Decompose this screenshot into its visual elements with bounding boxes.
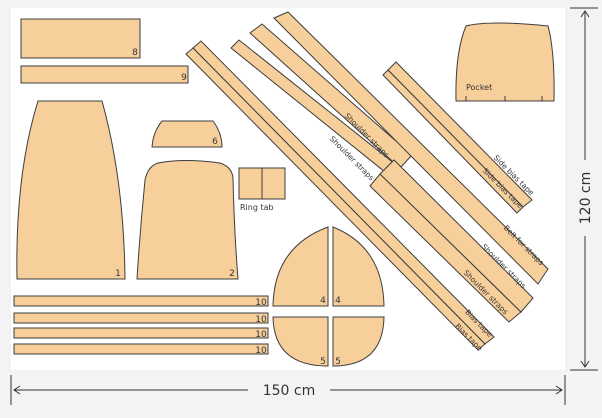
label-piece-10-b: 10 xyxy=(255,315,267,325)
label-piece-9: 9 xyxy=(181,73,187,83)
width-label: 150 cm xyxy=(263,383,316,399)
height-label: 120 cm xyxy=(578,172,594,225)
piece-10-b xyxy=(13,312,269,324)
label-piece-10-d: 10 xyxy=(255,346,267,356)
piece-9 xyxy=(20,65,189,84)
piece-10-c xyxy=(13,327,269,339)
label-pocket: Pocket xyxy=(466,83,492,92)
height-dimension xyxy=(570,7,598,371)
label-piece-5-right: 5 xyxy=(335,357,341,367)
piece-5-right xyxy=(332,316,385,367)
label-piece-2: 2 xyxy=(229,269,235,279)
piece-4-right xyxy=(332,226,385,307)
pocket-piece xyxy=(455,22,555,102)
piece-5-left xyxy=(272,316,329,367)
label-piece-5-left: 5 xyxy=(320,357,326,367)
strip-side-bias-tape-2 xyxy=(382,69,524,214)
label-piece-4-left: 4 xyxy=(320,296,326,306)
label-piece-10-a: 10 xyxy=(255,298,267,308)
label-piece-8: 8 xyxy=(132,48,138,58)
piece-1 xyxy=(16,100,126,280)
label-piece-4-right: 4 xyxy=(335,296,341,306)
piece-10-a xyxy=(13,295,269,307)
strip-bias-tape-2 xyxy=(185,47,486,351)
piece-10-d xyxy=(13,343,269,355)
pocket-notches xyxy=(465,96,543,101)
strip-shoulder-straps-4 xyxy=(379,159,534,313)
label-piece-10-c: 10 xyxy=(255,330,267,340)
strip-belt-for-straps xyxy=(273,11,549,285)
piece-2 xyxy=(136,160,239,280)
piece-8 xyxy=(20,18,141,59)
width-dimension xyxy=(10,375,566,405)
piece-4-left xyxy=(272,226,329,307)
piece-6 xyxy=(151,120,223,148)
label-piece-1: 1 xyxy=(115,269,121,279)
label-piece-6: 6 xyxy=(212,137,218,147)
label-ring-tab: Ring tab xyxy=(240,203,274,212)
